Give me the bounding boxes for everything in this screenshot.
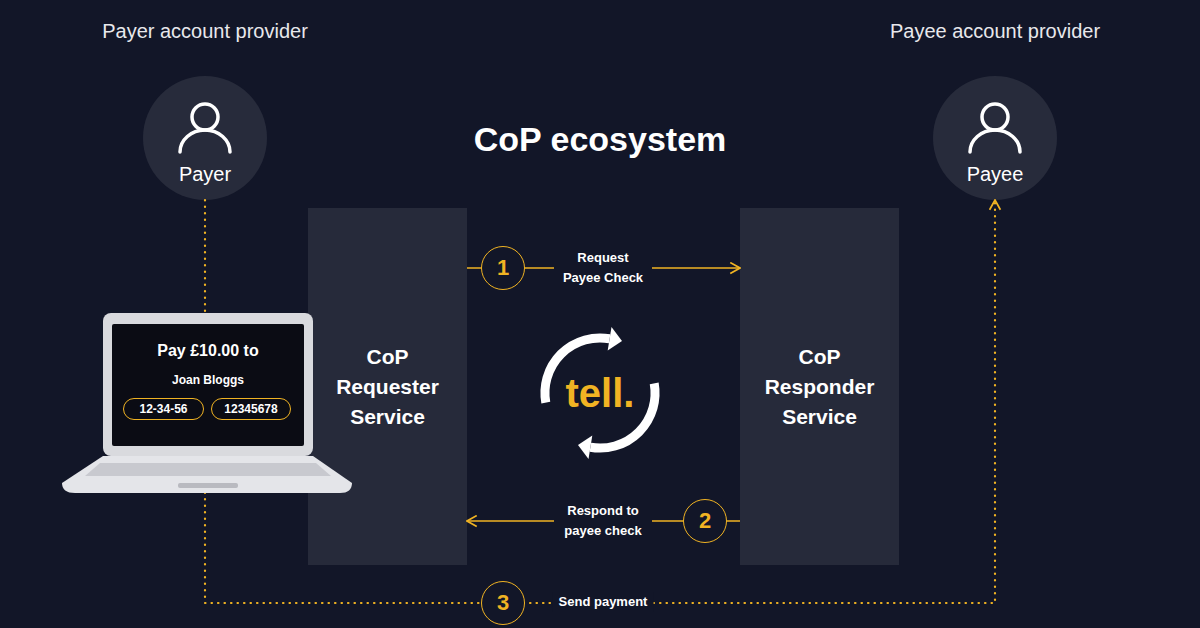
person-head [982, 104, 1008, 130]
callout-number: 2 [683, 499, 727, 543]
diagram-title: CoP ecosystem [0, 118, 1200, 160]
cycle-logo: tell. [533, 326, 667, 460]
person-head [192, 104, 218, 130]
service-box: CoP Responder Service [740, 208, 899, 565]
cycle-arrowhead [608, 327, 622, 351]
actor-circle: Payee [933, 76, 1057, 200]
laptop-bezel [103, 313, 313, 456]
sort-code-pill: 12-34-56 [123, 398, 204, 420]
account-number-pill: 12345678 [211, 398, 291, 420]
circle-text: Payer [143, 162, 267, 186]
callout-number: 1 [481, 246, 525, 290]
circle-text: Payee [933, 162, 1057, 186]
laptop-screen: Pay £10.00 to Joan Bloggs 12-34-56 12345678 [112, 324, 304, 446]
person-body [180, 130, 230, 152]
service-text: CoP Responder Service [761, 342, 879, 432]
pill-text: 12345678 [224, 402, 277, 416]
actor-circle: Payer [143, 76, 267, 200]
callout-number: 3 [481, 581, 525, 625]
provider-heading: Payee account provider [890, 19, 1100, 43]
screen-text: Pay £10.00 to [112, 341, 304, 361]
laptop-keyboard [85, 463, 331, 476]
laptop-notch [178, 483, 238, 488]
cycle-text: tell. [566, 371, 635, 415]
cycle-arrowhead [578, 435, 592, 459]
provider-heading: Payer account provider [102, 19, 308, 43]
edge-label: Request Payee Check [554, 248, 652, 288]
pill-text: 12-34-56 [139, 402, 187, 416]
dotted-connector [205, 200, 995, 603]
laptop-base [62, 456, 352, 493]
person-body [970, 130, 1020, 152]
edge-label: Respond to payee check [554, 501, 652, 541]
service-box: CoP Requester Service [308, 208, 467, 565]
edge-label: Send payment [553, 592, 654, 612]
service-text: CoP Requester Service [329, 342, 447, 432]
screen-text: Joan Bloggs [112, 372, 304, 388]
